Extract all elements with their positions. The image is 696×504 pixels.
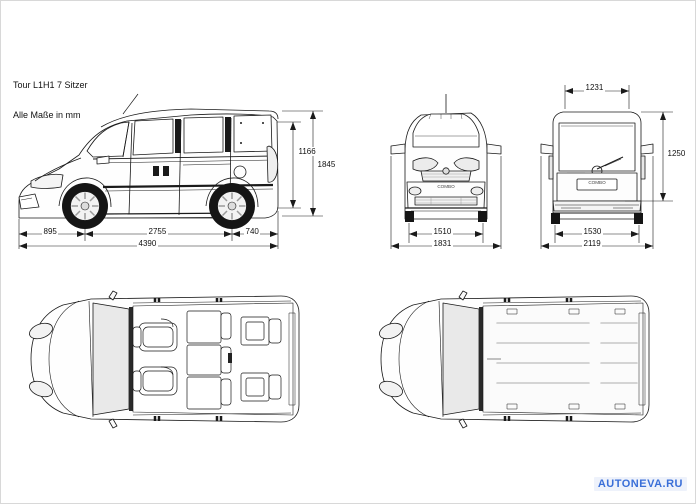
dim-rear-opening-height: 1250 [666,149,687,158]
rear-plate-badge: COMBO [588,180,606,185]
side-dimension-arrows [19,111,316,249]
front-plate-badge: COMBO [437,184,455,189]
dim-rear-width: 2119 [582,239,603,248]
dim-rear-track: 1530 [582,227,603,236]
dim-wheelbase: 2755 [147,227,168,236]
page-title: Tour L1H1 7 Sitzer [13,80,88,90]
dim-overall-height: 1845 [316,160,337,169]
dim-rear-opening-width: 1231 [584,83,605,92]
dim-front-width: 1831 [432,239,453,248]
side-rear-wheel [209,183,255,229]
front-dimension-arrows [391,231,501,249]
watermark: AUTONEVA.RU [593,477,687,491]
dim-body-height: 1166 [297,147,318,156]
rear-dimension-arrows [541,88,666,249]
dim-front-overhang: 895 [42,227,59,236]
dim-overall-length: 4390 [137,239,158,248]
units-label: Alle Maße in mm [13,110,81,120]
side-front-wheel [62,183,108,229]
dim-rear-overhang: 740 [244,227,261,236]
dim-front-track: 1510 [432,227,453,236]
